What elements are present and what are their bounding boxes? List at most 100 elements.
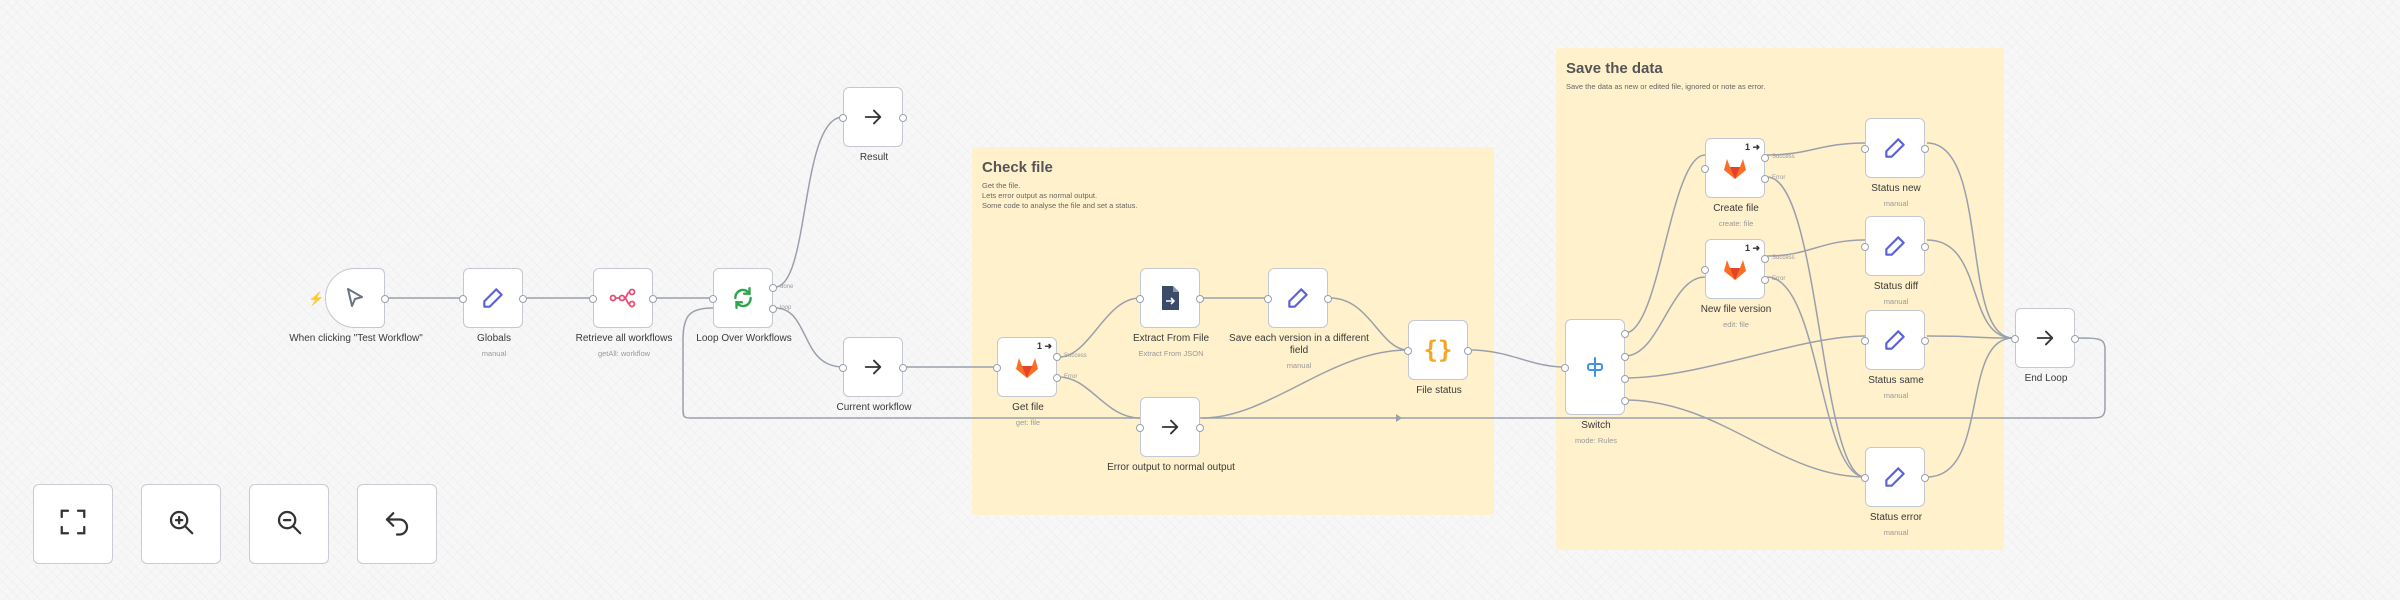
switch-icon — [1583, 355, 1607, 379]
sticky-note-body: Get the file. Lets error output as norma… — [982, 181, 1138, 210]
node-label: When clicking "Test Workflow" — [289, 333, 423, 344]
output-port[interactable] — [1324, 295, 1332, 303]
connection — [1926, 337, 2014, 478]
input-port[interactable] — [1136, 295, 1144, 303]
trigger-node[interactable]: ⚡ When clicking "Test Workflow" — [289, 268, 423, 344]
sticky-note-check-file[interactable]: Check file Get the file. Lets error outp… — [972, 147, 1494, 515]
output-port[interactable] — [899, 364, 907, 372]
input-port[interactable] — [2011, 335, 2019, 343]
zoom-out-button[interactable] — [249, 484, 329, 564]
connection — [1624, 399, 1866, 478]
undo-icon — [382, 507, 412, 542]
sticky-note-title: Save the data — [1566, 60, 1663, 77]
output-port[interactable] — [1921, 145, 1929, 153]
connection — [1766, 239, 1866, 257]
input-port[interactable] — [839, 364, 847, 372]
input-port[interactable] — [1701, 165, 1709, 173]
output-port[interactable] — [1196, 424, 1204, 432]
output-port-success[interactable] — [1761, 154, 1769, 162]
input-port[interactable] — [1861, 243, 1869, 251]
output-port[interactable] — [1921, 474, 1929, 482]
input-port[interactable] — [1404, 347, 1412, 355]
output-port[interactable] — [1621, 397, 1629, 405]
output-port-error[interactable] — [1761, 175, 1769, 183]
output-port-success[interactable] — [1053, 353, 1061, 361]
input-port[interactable] — [709, 295, 717, 303]
current-workflow-node[interactable]: Current workflow — [836, 337, 912, 413]
output-port[interactable] — [899, 114, 907, 122]
input-port[interactable] — [1861, 337, 1869, 345]
output-port[interactable] — [381, 295, 389, 303]
gitlab-icon — [1014, 355, 1040, 379]
loop-over-workflows-node[interactable]: done loop Loop Over Workflows — [696, 268, 793, 344]
pencil-icon — [1882, 327, 1908, 353]
item-count-badge: 1 ➜ — [1744, 243, 1760, 253]
input-port[interactable] — [1264, 295, 1272, 303]
sticky-note-save-data[interactable]: Save the data Save the data as new or ed… — [1556, 48, 2004, 550]
output-port[interactable] — [1621, 375, 1629, 383]
output-port[interactable] — [1621, 330, 1629, 338]
output-port-error[interactable] — [1761, 276, 1769, 284]
input-port[interactable] — [1561, 364, 1569, 372]
input-port[interactable] — [1701, 266, 1709, 274]
sticky-note-body: Save the data as new or edited file, ign… — [1566, 82, 1766, 91]
output-port[interactable] — [2071, 335, 2079, 343]
zoom-in-button[interactable] — [141, 484, 221, 564]
input-port[interactable] — [993, 364, 1001, 372]
input-port[interactable] — [1136, 424, 1144, 432]
node-label: File status — [1416, 385, 1462, 396]
code-icon: {} — [1423, 336, 1453, 364]
end-loop-node[interactable]: End Loop — [2011, 308, 2079, 384]
sticky-note-title: Check file — [982, 159, 1053, 176]
port-label: Error — [1772, 276, 1786, 282]
input-port[interactable] — [1861, 145, 1869, 153]
output-port[interactable] — [1921, 243, 1929, 251]
output-port[interactable] — [1196, 295, 1204, 303]
output-port[interactable] — [1921, 337, 1929, 345]
output-port[interactable] — [649, 295, 657, 303]
output-port-error[interactable] — [1053, 374, 1061, 382]
undo-button[interactable] — [357, 484, 437, 564]
port-label: Success — [1064, 353, 1087, 359]
connection — [1926, 142, 2014, 339]
input-port[interactable] — [589, 295, 597, 303]
error-output-node[interactable]: Error output to normal output — [1107, 397, 1235, 473]
output-port-loop[interactable] — [769, 305, 777, 313]
item-count-badge: 1 ➜ — [1036, 341, 1052, 351]
arrow-right-icon — [862, 106, 884, 128]
port-label: Success — [1772, 255, 1795, 261]
output-port[interactable] — [519, 295, 527, 303]
input-port[interactable] — [1861, 474, 1869, 482]
connection — [1926, 335, 2014, 339]
connection — [774, 307, 844, 368]
fit-view-button[interactable] — [33, 484, 113, 564]
input-port[interactable] — [839, 114, 847, 122]
output-port-done[interactable] — [769, 284, 777, 292]
output-port-success[interactable] — [1761, 255, 1769, 263]
input-port[interactable] — [459, 295, 467, 303]
output-port[interactable] — [1464, 347, 1472, 355]
result-node[interactable]: Result — [839, 87, 907, 163]
output-port[interactable] — [1621, 353, 1629, 361]
port-label: loop — [780, 305, 792, 311]
arrow-right-icon — [2034, 327, 2056, 349]
file-status-node[interactable]: {} File status — [1404, 320, 1472, 396]
